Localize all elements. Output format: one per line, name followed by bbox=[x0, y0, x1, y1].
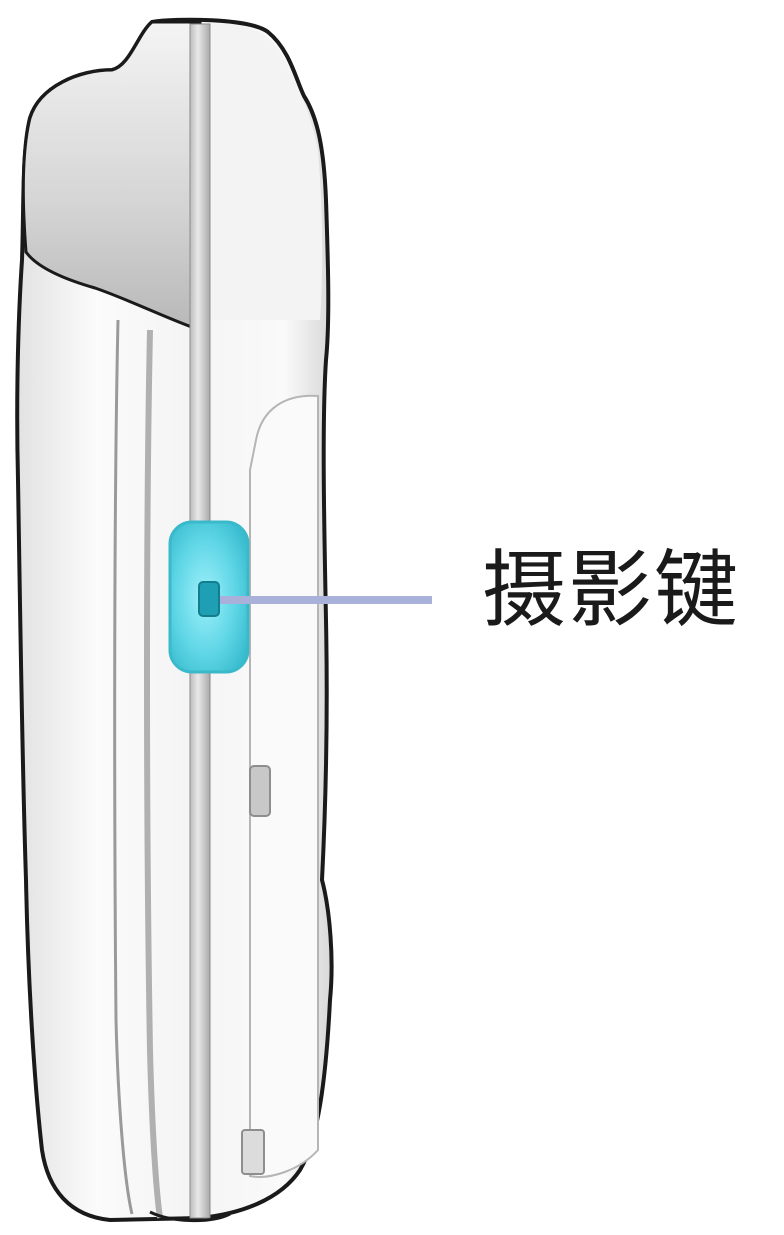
right-side-panel bbox=[249, 394, 319, 1178]
phone-top-cap-right bbox=[212, 23, 323, 321]
left-panel-seam-2 bbox=[144, 329, 163, 1219]
left-panel-seam bbox=[113, 319, 134, 1215]
bottom-slot-detail bbox=[241, 1129, 265, 1175]
side-slot-detail bbox=[249, 765, 271, 817]
camera-key-grip bbox=[198, 581, 220, 617]
phone-top-cap bbox=[21, 20, 202, 333]
phone-bottom-edge bbox=[149, 1210, 231, 1222]
camera-key-label: 摄影键 bbox=[482, 541, 741, 639]
